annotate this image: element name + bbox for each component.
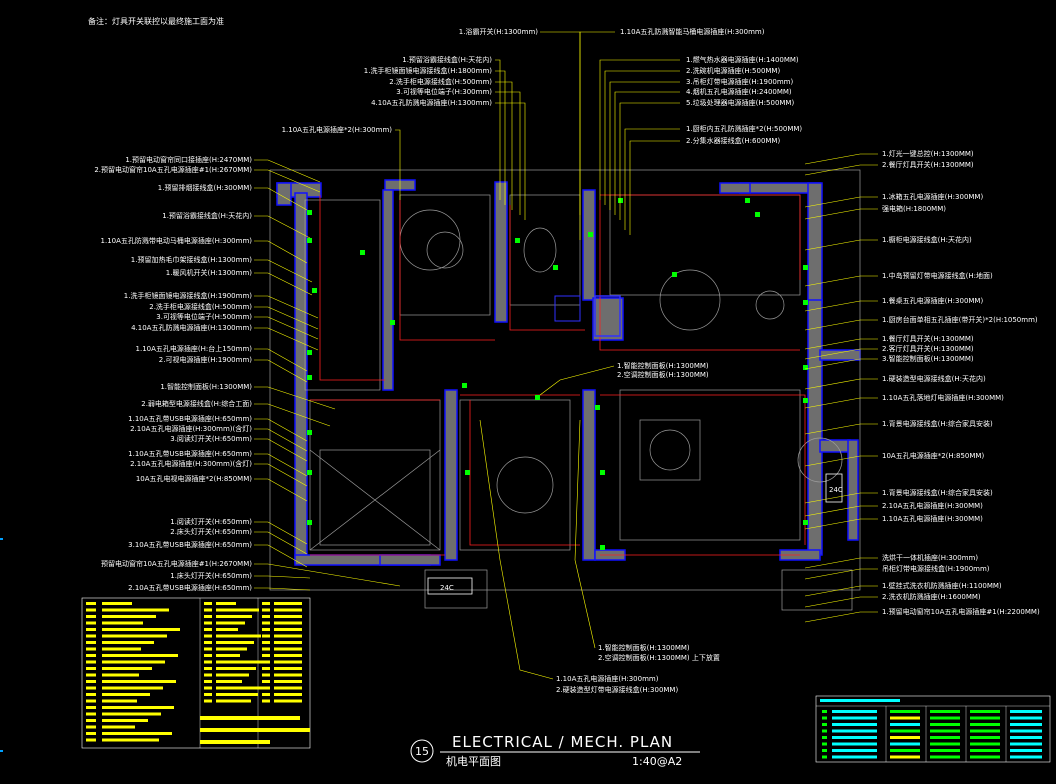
label-left-20: 10A五孔电视电源插座*2(H:850MM) xyxy=(136,474,252,483)
label-bottom-0: 1.智能控制面板(H:1300MM) xyxy=(617,361,709,370)
label-left-21: 1.阅读灯开关(H:650mm) xyxy=(170,517,252,526)
label-top-5: 3.可视等电位端子(H:300mm) xyxy=(396,87,492,96)
label-left-9: 3.可视等电位端子(H:500mm) xyxy=(156,312,252,321)
labels-top: 1.浴霸开关(H:1300mm) 1.10A五孔防溅智能马桶电源插座(H:300m… xyxy=(282,27,802,240)
label-top-9: 2.洗碗机电源插座(H:500MM) xyxy=(686,66,780,75)
drawing-title-chinese: 机电平面图 xyxy=(446,754,501,768)
label-right-17: 1.10A五孔电源插座(H:300MM) xyxy=(882,514,983,523)
label-right-7: 1.厨房台面单相五孔插座(带开关)*2(H:1050mm) xyxy=(882,315,1038,324)
label-left-12: 2.可视电源插座(H:1900mm) xyxy=(159,355,252,364)
label-right-12: 1.10A五孔落地灯电源插座(H:300MM) xyxy=(882,393,1004,402)
label-top-0: 1.浴霸开关(H:1300mm) xyxy=(459,27,538,36)
electrical-devices xyxy=(307,198,808,550)
label-right-10: 3.智能控制面板(H:1300MM) xyxy=(882,354,974,363)
label-right-14: 10A五孔电源插座*2(H:850MM) xyxy=(882,451,984,460)
label-left-15: 1.10A五孔带USB电源插座(H:650mm) xyxy=(128,414,252,423)
label-right-6: 1.餐桌五孔电源插座(H:300MM) xyxy=(882,296,983,305)
drawing-scale: 1:40@A2 xyxy=(632,755,682,768)
label-right-2: 1.冰箱五孔电源插座(H:300MM) xyxy=(882,192,983,201)
legend-table-right xyxy=(815,695,1051,763)
label-left-6: 1.暖风机开关(H:1300mm) xyxy=(166,268,252,277)
label-left-8: 2.洗手柜电源接线盒(H:500mm) xyxy=(149,302,252,311)
label-right-13: 1.背景电源接线盒(H:综合家具安装) xyxy=(882,419,993,428)
label-bottom-1: 2.空调控制面板(H:1300MM) xyxy=(617,370,709,379)
label-top-11: 4.烟机五孔电源插座(H:2400MM) xyxy=(686,87,792,96)
label-left-25: 1.床头灯开关(H:650mm) xyxy=(170,571,252,580)
label-top-1: 1.10A五孔防溅智能马桶电源插座(H:300mm) xyxy=(620,27,765,36)
label-right-3: 强电箱(H:1800MM) xyxy=(882,204,946,213)
label-right-9: 2.客厅灯具开关(H:1300MM) xyxy=(882,344,974,353)
label-left-3: 1.预留浴霸接线盒(H:天花内) xyxy=(162,211,252,220)
wiring-runs xyxy=(310,194,806,556)
label-left-4: 1.10A五孔防溅带电动马桶电源插座(H:300mm) xyxy=(101,236,253,245)
room-tags: 24C 24C xyxy=(427,473,843,595)
label-left-26: 2.10A五孔带USB电源插座(H:650mm) xyxy=(128,583,252,592)
label-left-23: 3.10A五孔带USB电源插座(H:650mm) xyxy=(128,540,252,549)
kitchen-fixtures xyxy=(554,295,621,337)
label-right-5: 1.中岛预留灯带电源接线盒(H:地面) xyxy=(882,271,993,280)
label-bottom-2: 1.智能控制面板(H:1300MM) xyxy=(598,643,690,652)
label-top-2: 1.预留浴霸接线盒(H:天花内) xyxy=(402,55,492,64)
label-left-19: 2.10A五孔电源插座(H:300mm)(含灯) xyxy=(130,459,252,468)
label-left-22: 2.床头灯开关(H:650mm) xyxy=(170,527,252,536)
title-block: 15 ELECTRICAL / MECH. PLAN 机电平面图 1:40@A2 xyxy=(410,733,700,768)
label-right-19: 吊柜灯带电源接线盒(H:1900mm) xyxy=(882,564,990,573)
label-left-14: 2.弱电箱型电源接线盒(H:综合工面) xyxy=(141,399,252,408)
labels-left: 1.预留电动窗帘同口接插座(H:2470MM)2.预留电动窗帘10A五孔电源插座… xyxy=(94,155,401,592)
label-top-13: 1.厨柜内五孔防溅插座*2(H:500MM) xyxy=(686,124,802,133)
drawing-number: 15 xyxy=(415,745,429,758)
label-left-16: 2.10A五孔电源插座(H:300mm)(含灯) xyxy=(130,424,252,433)
label-right-18: 洗烘干一体机插座(H:300mm) xyxy=(882,553,978,562)
room-tag-right: 24C xyxy=(829,486,843,494)
label-right-0: 1.灯光一键总控(H:1300MM) xyxy=(882,149,974,158)
label-top-4: 2.洗手柜电源接线盒(H:500mm) xyxy=(389,77,492,86)
label-right-21: 2.洗衣机防溅插座(H:1600MM) xyxy=(882,592,981,601)
label-bottom-4: 1.10A五孔电源插座(H:300mm) xyxy=(556,674,659,683)
label-left-17: 3.阅读灯开关(H:650mm) xyxy=(170,434,252,443)
label-right-1: 2.餐厅灯具开关(H:1300MM) xyxy=(882,160,974,169)
label-left-18: 1.10A五孔带USB电源插座(H:650mm) xyxy=(128,449,252,458)
labels-bottom: 1.智能控制面板(H:1300MM)2.空调控制面板(H:1300MM)1.智能… xyxy=(479,361,720,694)
label-right-16: 2.10A五孔电源插座(H:300MM) xyxy=(882,501,983,510)
room-tag-left: 24C xyxy=(440,584,454,592)
label-top-8: 1.燃气热水器电源插座(H:1400MM) xyxy=(686,55,799,64)
label-right-4: 1.橱柜电源接线盒(H:天花内) xyxy=(882,235,972,244)
label-left-13: 1.智能控制面板(H:1300MM) xyxy=(160,382,252,391)
label-top-14: 2.分集水器接线盒(H:600MM) xyxy=(686,136,780,145)
label-left-5: 1.预留加热毛巾架接线盒(H:1300mm) xyxy=(131,255,252,264)
label-bottom-5: 2.硬装造型灯带电源接线盒(H:300MM) xyxy=(556,685,678,694)
label-top-6: 4.10A五孔防溅电源插座(H:1300mm) xyxy=(371,98,492,107)
drawing-note: 备注：灯具开关联控以最终施工面为准 xyxy=(88,16,224,26)
label-right-8: 1.餐厅灯具开关(H:1300MM) xyxy=(882,334,974,343)
labels-right: 1.灯光一键总控(H:1300MM) 2.餐厅灯具开关(H:1300MM) 1.冰箱… xyxy=(804,149,1040,623)
label-left-11: 1.10A五孔电源插座(H:台上150mm) xyxy=(136,344,253,353)
label-top-10: 3.吊柜灯带电源插座(H:1900mm) xyxy=(686,77,793,86)
label-left-1: 2.预留电动窗帘10A五孔电源插座#1(H:2670MM) xyxy=(94,165,252,174)
edge-marks xyxy=(0,538,3,752)
label-right-15: 1.背景电源接线盒(H:综合家具安装) xyxy=(882,488,993,497)
label-top-7: 1.10A五孔电源插座*2(H:300mm) xyxy=(282,125,393,134)
label-top-3: 1.洗手柜镜面镜电源接线盒(H:1800mm) xyxy=(364,66,492,75)
floor-plan-walls xyxy=(276,179,861,566)
label-bottom-3: 2.空调控制面板(H:1300MM) 上下放置 xyxy=(598,653,720,662)
label-left-2: 1.预留排烟接线盒(H:300MM) xyxy=(158,183,252,192)
label-top-12: 5.垃圾处理器电源插座(H:500MM) xyxy=(686,98,794,107)
label-right-22: 1.预留电动窗帘10A五孔电源插座#1(H:2200MM) xyxy=(882,607,1040,616)
drawing-title-english: ELECTRICAL / MECH. PLAN xyxy=(452,733,673,751)
label-left-10: 4.10A五孔防溅电源插座(H:1300mm) xyxy=(131,323,252,332)
label-right-20: 1.壁挂式洗衣机防溅插座(H:1100MM) xyxy=(882,581,1002,590)
label-left-7: 1.洗手柜镜面镜电源接线盒(H:1900mm) xyxy=(124,291,252,300)
label-left-0: 1.预留电动窗帘同口接插座(H:2470MM) xyxy=(125,155,252,164)
label-left-24: 预留电动窗帘10A五孔电源插座#1(H:2670MM) xyxy=(101,559,252,568)
legend-table-left xyxy=(81,597,311,749)
label-right-11: 1.硬装造型电源接线盒(H:天花内) xyxy=(882,374,986,383)
